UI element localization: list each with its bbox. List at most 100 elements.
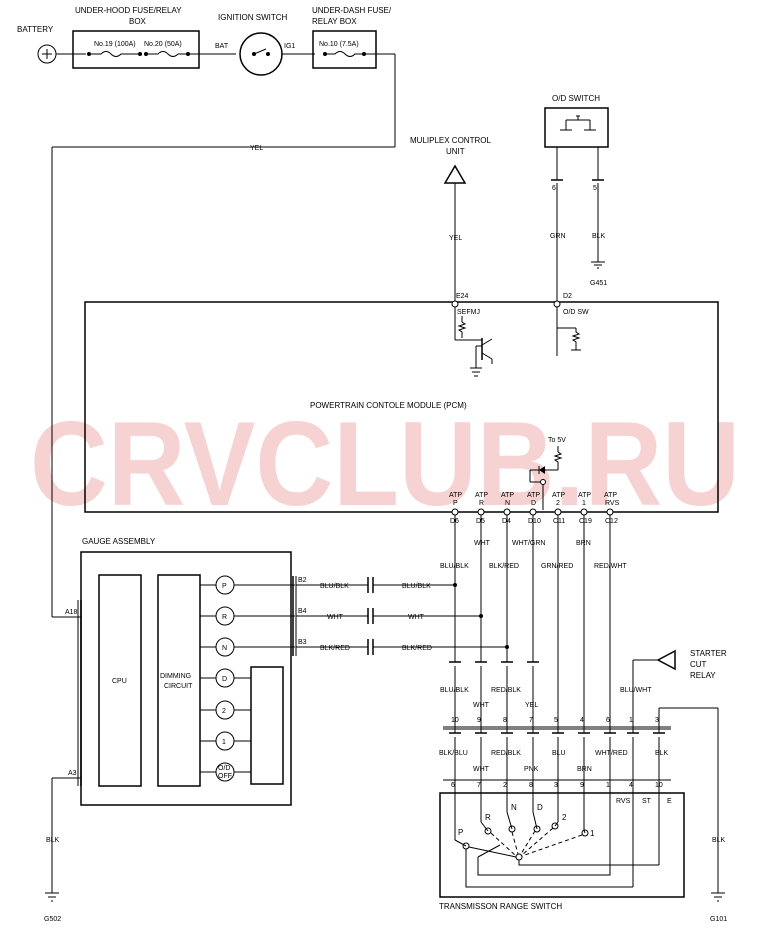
connector-pin-top: 7 <box>529 717 533 724</box>
g101-label: G101 <box>710 916 727 923</box>
pcm-output-wires: BLU/BLK WHT BLK/RED WHT/GRN GRN/RED BRN … <box>440 515 727 923</box>
g451-label: G451 <box>590 280 607 287</box>
lower-wire-label: WHT/RED <box>595 750 628 757</box>
underdash-fuse-box <box>312 30 377 69</box>
gauge-b3: B3 <box>298 639 307 646</box>
wire-red-wht-top: RED/WHT <box>594 563 627 570</box>
ig1-label: IG1 <box>284 43 295 50</box>
connector-pin-top: 9 <box>477 717 481 724</box>
pcm-od-sw: O/D SW <box>563 309 589 316</box>
connector-pin-top: 6 <box>606 717 610 724</box>
connector-pin-bottom: 9 <box>580 782 584 789</box>
od-pin-5: 5 <box>593 185 597 192</box>
power-feed: BATTERY UNDER-HOOD FUSE/RELAY BOX No.19 … <box>17 6 396 617</box>
connector-pin-top: 10 <box>451 717 459 724</box>
underdash-title-2: RELAY BOX <box>312 17 357 26</box>
mid-wire-yel: YEL <box>525 702 538 709</box>
pcm-pin-terminal <box>580 508 588 516</box>
atp-label-line2: R <box>479 500 484 507</box>
atp-label-line1: ATP <box>578 492 591 499</box>
atp-label-line1: ATP <box>475 492 488 499</box>
fuse-20-label: No.20 (50A) <box>144 41 182 48</box>
gauge-indicator-label: 2 <box>222 708 226 715</box>
wire-brn-top: BRN <box>576 540 591 547</box>
gauge-indicator-lamp <box>215 575 235 595</box>
wire-grn-red-top: GRN/RED <box>541 563 573 570</box>
starter-title-3: RELAY <box>690 671 716 680</box>
od-off-indicator <box>215 762 235 782</box>
atp-label-line1: ATP <box>604 492 617 499</box>
wire-wht-grn-top: WHT/GRN <box>512 540 545 547</box>
lower-wire-label: RED/BLK <box>491 750 521 757</box>
wire-blk-red-top: BLK/RED <box>489 563 519 570</box>
ignition-title: IGNITION SWITCH <box>218 13 288 22</box>
connector-pin-top: 8 <box>503 717 507 724</box>
g101-wire-label: BLK <box>712 837 726 844</box>
b3-wire-left: BLK/RED <box>320 645 350 652</box>
starter-wire-label: BLU/WHT <box>620 687 652 694</box>
pcm-d2: D2 <box>563 293 572 300</box>
mid-wire-red-blk: RED/BLK <box>491 687 521 694</box>
g502-label: G502 <box>44 916 61 923</box>
wire-blu-blk-top: BLU/BLK <box>440 563 469 570</box>
b4-wire-right: WHT <box>408 614 425 621</box>
watermark: CRVCLUB.RU <box>30 397 740 531</box>
gauge-indicator-label: R <box>222 614 227 621</box>
gauge-b4: B4 <box>298 608 307 615</box>
od-off-label-2: OFF <box>218 773 232 780</box>
od-pin-6: 6 <box>552 185 556 192</box>
connector-pin-bottom: 2 <box>503 782 507 789</box>
connector-pin-top: 3 <box>655 717 659 724</box>
b2-wire-right: BLU/BLK <box>402 583 431 590</box>
gauge-a18: A18 <box>65 609 78 616</box>
connector-pin-bottom: 4 <box>629 782 633 789</box>
gauge-indicator-lamp <box>215 668 235 688</box>
starter-title-2: CUT <box>690 660 707 669</box>
fuse-10-label: No.10 (7.5A) <box>319 41 359 48</box>
od-switch-title: O/D SWITCH <box>552 94 600 103</box>
underdash-title-1: UNDER-DASH FUSE/ <box>312 6 392 15</box>
pcm-pin-terminal <box>503 508 511 516</box>
pcm-pin-label: C12 <box>605 518 618 525</box>
lower-wire-label: WHT <box>473 766 490 773</box>
wire-wht-top: WHT <box>474 540 491 547</box>
connector-pin-bottom: 6 <box>451 782 455 789</box>
dimming-label-1: DIMMING <box>160 673 191 680</box>
g502-wire-label: BLK <box>46 837 60 844</box>
atp-label-line2: RVS <box>605 500 620 507</box>
atp-label-line1: ATP <box>501 492 514 499</box>
atp-label-line2: P <box>453 500 458 507</box>
lower-wire-label: BLU <box>552 750 566 757</box>
ignition-switch <box>239 32 283 76</box>
connector-pin-top: 4 <box>580 717 584 724</box>
trs-title: TRANSMISSON RANGE SWITCH <box>439 902 562 911</box>
yel-wire-label: YEL <box>250 145 263 152</box>
underhood-fuse-box <box>72 30 200 69</box>
gauge-indicator-label: 1 <box>222 739 226 746</box>
trs-pos-2: 2 <box>562 813 567 822</box>
lower-wire-label: PNK <box>524 766 539 773</box>
trs-st: ST <box>642 798 652 805</box>
gauge-assembly: GAUGE ASSEMBLY CPU DIMMING CIRCUIT A18 A… <box>44 537 509 923</box>
pcm-pin-terminal <box>554 508 562 516</box>
gauge-indicator-label: D <box>222 676 227 683</box>
lower-wire-label: BRN <box>577 766 592 773</box>
pcm-pin-label: C19 <box>579 518 592 525</box>
pcm-title: POWERTRAIN CONTOLE MODULE (PCM) <box>310 401 467 410</box>
lower-wire-label: BLK/BLU <box>439 750 468 757</box>
gauge-indicator-lamp <box>215 700 235 720</box>
starter-title-1: STARTER <box>690 649 727 658</box>
od-blk-label: BLK <box>592 233 606 240</box>
b3-wire-right: BLK/RED <box>402 645 432 652</box>
gauge-indicator-label: P <box>222 583 227 590</box>
atp-label-line1: ATP <box>449 492 462 499</box>
atp-label-line2: 1 <box>582 500 586 507</box>
gauge-indicator-lamp <box>215 731 235 751</box>
trs-pos-d: D <box>537 803 543 812</box>
dimming-label-2: CIRCUIT <box>164 683 193 690</box>
pcm-pin-label: C11 <box>553 518 565 525</box>
transmission-range-switch: TRANSMISSON RANGE SWITCH RVS ST E P R N … <box>439 785 685 911</box>
connector-pin-bottom: 3 <box>554 782 558 789</box>
